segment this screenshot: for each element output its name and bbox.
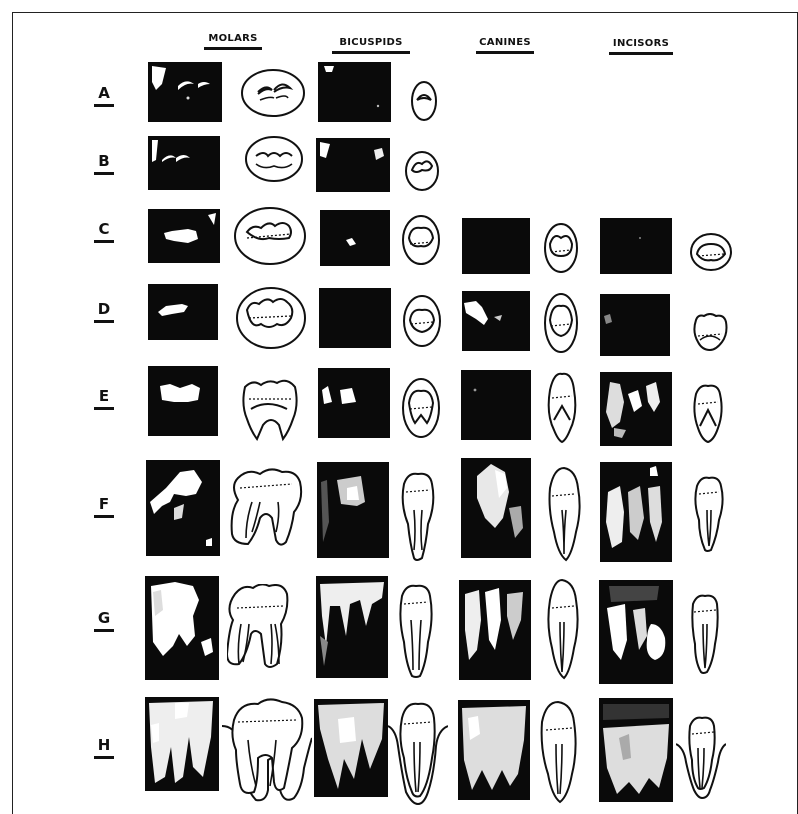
radiograph-canine-c — [462, 218, 530, 274]
drawing-molar-d — [235, 286, 307, 350]
drawing-bicuspid-h — [388, 700, 448, 806]
row-label-b: B — [94, 152, 114, 175]
drawing-molar-a — [240, 68, 306, 118]
drawing-incisor-f — [691, 474, 727, 556]
radiograph-molar-h — [145, 697, 219, 791]
radiograph-bicuspid-c — [320, 210, 390, 266]
drawing-incisor-g — [688, 594, 722, 678]
radiograph-molar-f — [146, 460, 220, 556]
radiograph-bicuspid-f — [317, 462, 389, 558]
drawing-canine-e — [544, 370, 580, 446]
radiograph-molar-g — [145, 576, 219, 680]
drawing-incisor-d — [690, 312, 730, 356]
radiograph-incisor-f — [600, 462, 672, 562]
column-header-incisors: INCISORS — [602, 38, 680, 55]
row-label-h: H — [94, 736, 114, 759]
drawing-bicuspid-f — [398, 470, 438, 562]
radiograph-molar-d — [148, 284, 218, 340]
drawing-canine-g — [542, 578, 582, 682]
radiograph-canine-d — [462, 291, 530, 351]
drawing-molar-h — [222, 696, 312, 804]
radiograph-molar-a — [148, 62, 222, 122]
row-label-g: G — [94, 609, 114, 632]
drawing-bicuspid-e — [401, 377, 441, 439]
radiograph-incisor-c — [600, 218, 672, 274]
drawing-canine-d — [543, 292, 579, 354]
drawing-molar-b — [244, 134, 304, 184]
drawing-molar-f — [226, 466, 306, 550]
drawing-bicuspid-g — [396, 582, 436, 680]
radiograph-canine-g — [459, 580, 531, 680]
radiograph-canine-e — [461, 370, 531, 440]
radiograph-canine-f — [461, 458, 531, 558]
row-label-a: A — [94, 84, 114, 107]
radiograph-incisor-e — [600, 372, 672, 446]
drawing-bicuspid-c — [401, 214, 441, 266]
drawing-molar-e — [237, 377, 303, 443]
radiograph-bicuspid-g — [316, 576, 388, 678]
row-label-d: D — [94, 300, 114, 323]
drawing-bicuspid-b — [404, 150, 440, 192]
radiograph-molar-e — [148, 366, 218, 436]
column-header-bicuspids: BICUSPIDS — [327, 37, 415, 54]
row-label-c: C — [94, 220, 114, 243]
drawing-incisor-e — [690, 382, 726, 446]
column-header-canines: CANINES — [470, 37, 540, 54]
row-label-f: F — [94, 495, 114, 518]
column-header-molars: MOLARS — [196, 33, 270, 50]
radiograph-molar-c — [148, 209, 220, 263]
radiograph-bicuspid-d — [319, 288, 391, 348]
drawing-canine-c — [543, 222, 579, 274]
row-label-e: E — [94, 387, 114, 410]
radiograph-bicuspid-b — [316, 138, 390, 192]
drawing-incisor-h — [676, 714, 726, 802]
drawing-molar-c — [233, 206, 307, 266]
drawing-bicuspid-a — [410, 80, 438, 122]
radiograph-molar-b — [148, 136, 220, 190]
radiograph-canine-h — [458, 700, 530, 800]
radiograph-bicuspid-a — [318, 62, 391, 122]
radiograph-bicuspid-h — [314, 699, 388, 797]
radiograph-bicuspid-e — [318, 368, 390, 438]
radiograph-incisor-d — [600, 294, 670, 356]
radiograph-incisor-g — [599, 580, 673, 684]
drawing-canine-h — [536, 700, 584, 804]
drawing-canine-f — [544, 466, 582, 562]
drawing-molar-g — [227, 584, 293, 674]
radiograph-incisor-h — [599, 698, 673, 802]
drawing-bicuspid-d — [402, 294, 442, 348]
drawing-incisor-c — [689, 232, 733, 272]
